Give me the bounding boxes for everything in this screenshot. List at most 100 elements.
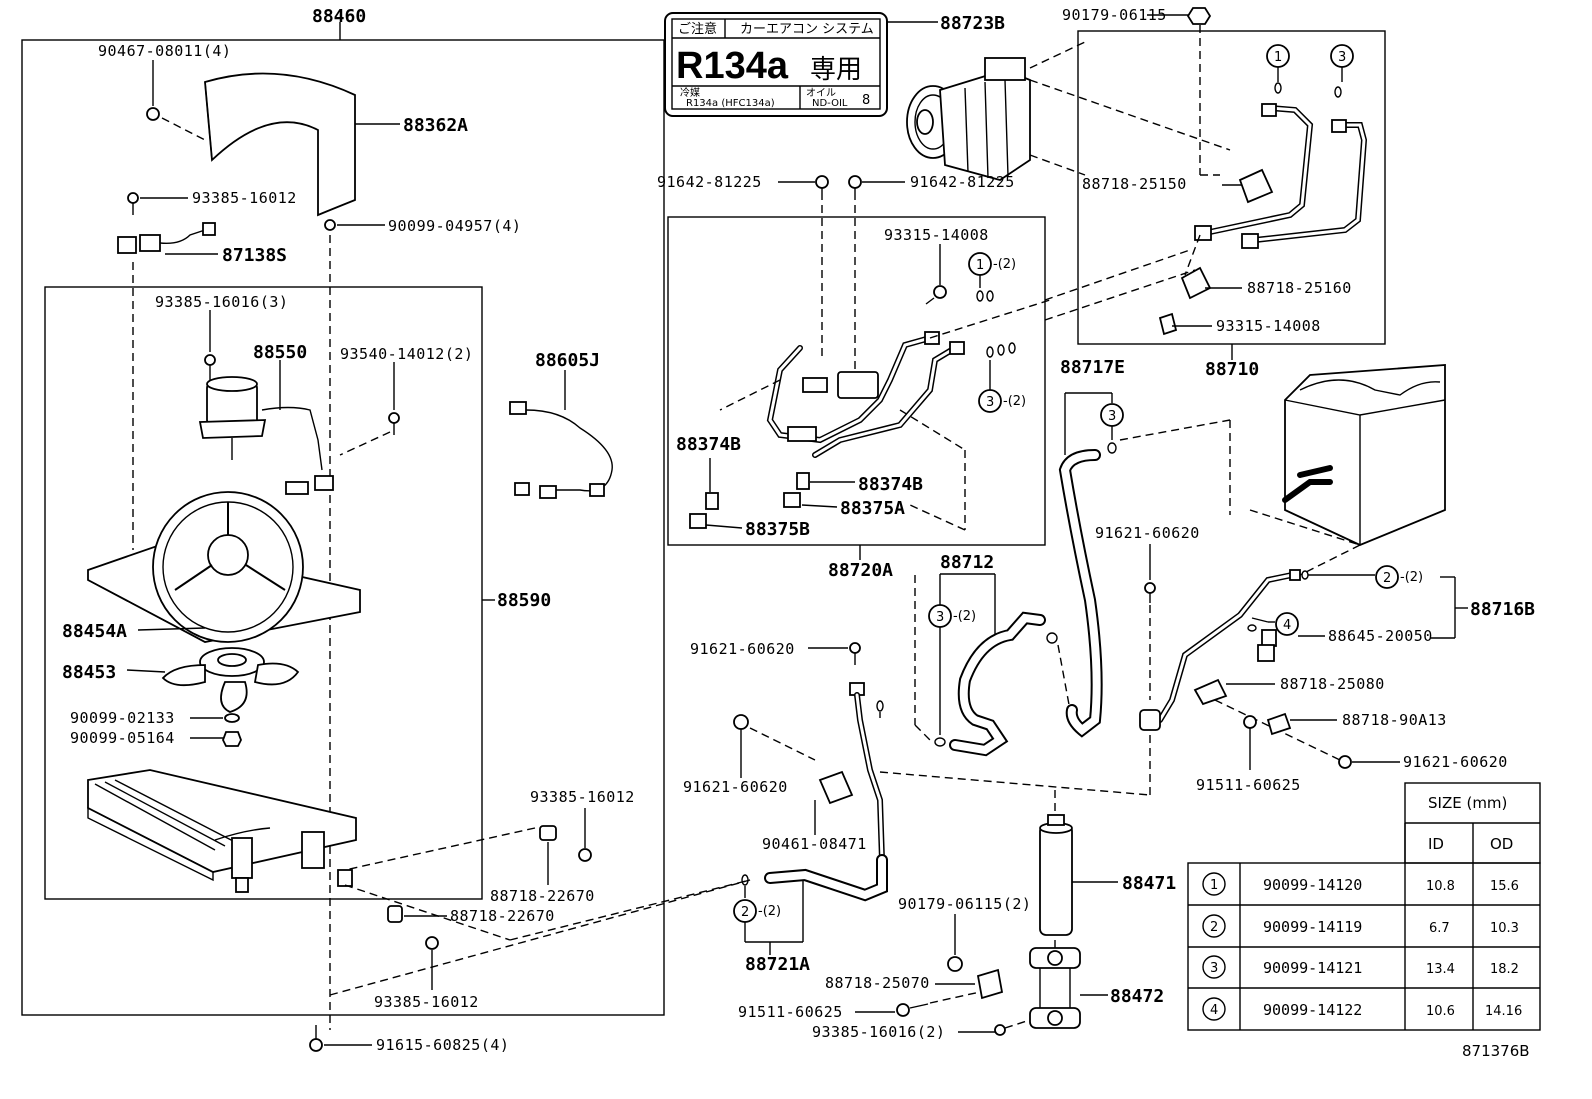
label-90461-08471[interactable]: 90461-08471 xyxy=(762,835,867,853)
col-id: ID xyxy=(1428,835,1444,853)
label-88716B[interactable]: 88716B xyxy=(1470,599,1535,620)
label-93385-16012-b[interactable]: 93385-16012 xyxy=(530,788,635,806)
row-od: 18.2 xyxy=(1490,962,1519,977)
label-91511-60625-a[interactable]: 91511-60625 xyxy=(1196,776,1301,794)
label-88362A[interactable]: 88362A xyxy=(403,115,468,136)
label-88550[interactable]: 88550 xyxy=(253,342,307,363)
bolt-icon xyxy=(1144,582,1156,603)
screw-icon xyxy=(388,412,400,435)
label-88718-25080[interactable]: 88718-25080 xyxy=(1280,675,1385,693)
clip-icon xyxy=(976,968,1004,1000)
bolt-icon xyxy=(146,60,160,121)
label-caution: ご注意 xyxy=(678,21,717,37)
nut-icon xyxy=(947,956,963,972)
evaporator-unit-icon xyxy=(1282,364,1446,546)
label-93540-14012[interactable]: 93540-14012(2) xyxy=(340,345,473,363)
clip-icon xyxy=(539,825,557,841)
row-ref-icon xyxy=(1202,955,1226,979)
clip-icon xyxy=(387,905,403,923)
row-od: 14.16 xyxy=(1485,1004,1522,1019)
callout-qty: -(2) xyxy=(993,257,1016,272)
callout-qty: -(2) xyxy=(758,904,781,919)
label-88453[interactable]: 88453 xyxy=(62,662,116,683)
callout-4-icon xyxy=(1275,612,1299,636)
label-91621-60620-c[interactable]: 91621-60620 xyxy=(690,640,795,658)
label-91621-60620-b[interactable]: 91621-60620 xyxy=(1403,753,1508,771)
wire-connector-icon xyxy=(117,222,216,254)
label-88374B-b[interactable]: 88374B xyxy=(858,474,923,495)
label-93315-14008-a[interactable]: 93315-14008 xyxy=(884,226,989,244)
label-88454A[interactable]: 88454A xyxy=(62,621,127,642)
callout-qty: -(2) xyxy=(1400,570,1423,585)
bolt-icon xyxy=(309,1025,323,1052)
label-88720A[interactable]: 88720A xyxy=(828,560,893,581)
label-88374B-a[interactable]: 88374B xyxy=(676,434,741,455)
label-91621-60620-d[interactable]: 91621-60620 xyxy=(683,778,788,796)
label-88717E[interactable]: 88717E xyxy=(1060,357,1125,378)
label-93385-16012-a[interactable]: 93385-16012 xyxy=(192,189,297,207)
label-88718-90A13[interactable]: 88718-90A13 xyxy=(1342,711,1447,729)
label-88645-20050[interactable]: 88645-20050 xyxy=(1328,627,1433,645)
label-90099-02133[interactable]: 90099-02133 xyxy=(70,709,175,727)
label-91615-60825[interactable]: 91615-60825(4) xyxy=(376,1036,509,1054)
liquid-pipe-icon xyxy=(1139,569,1301,731)
label-88375A[interactable]: 88375A xyxy=(840,498,905,519)
label-88712[interactable]: 88712 xyxy=(940,552,994,573)
pressure-switch-icon xyxy=(1257,629,1277,662)
label-91621-60620-a[interactable]: 91621-60620 xyxy=(1095,524,1200,542)
label-90179-06115-2[interactable]: 90179-06115(2) xyxy=(898,895,1031,913)
label-88375B[interactable]: 88375B xyxy=(745,519,810,540)
label-88605J[interactable]: 88605J xyxy=(535,350,600,371)
label-93385-16012-c[interactable]: 93385-16012 xyxy=(374,993,479,1011)
label-88472[interactable]: 88472 xyxy=(1110,986,1164,1007)
label-93385-16016-2[interactable]: 93385-16016(2) xyxy=(812,1023,945,1041)
callout-2-icon xyxy=(1375,565,1399,589)
row-part: 90099-14119 xyxy=(1263,918,1362,936)
label-93385-16016-3[interactable]: 93385-16016(3) xyxy=(155,293,288,311)
callout-1: 1 xyxy=(976,258,984,273)
discharge-pipe-icon xyxy=(1158,103,1368,336)
label-88471[interactable]: 88471 xyxy=(1122,873,1176,894)
wire-harness-icon xyxy=(509,401,613,499)
label-88718-22670-a[interactable]: 88718-22670 xyxy=(490,887,595,905)
label-88460[interactable]: 88460 xyxy=(312,6,366,27)
valve-icon xyxy=(689,492,719,529)
label-91642-81225-a[interactable]: 91642-81225 xyxy=(657,173,762,191)
subassembly-box-88590 xyxy=(44,286,483,900)
fan-motor-icon xyxy=(198,376,334,495)
row-od: 10.3 xyxy=(1490,921,1519,936)
label-88718-25070[interactable]: 88718-25070 xyxy=(825,974,930,992)
row-ref: 3 xyxy=(1210,961,1218,976)
label-88721A[interactable]: 88721A xyxy=(745,954,810,975)
label-88710[interactable]: 88710 xyxy=(1205,359,1259,380)
label-88718-25160[interactable]: 88718-25160 xyxy=(1247,279,1352,297)
label-90099-04957[interactable]: 90099-04957(4) xyxy=(388,217,521,235)
refrigerant-label-panel: ご注意 カーエアコン システム R134a 専用 冷媒 R134a (HFC13… xyxy=(664,12,888,117)
bolt-icon xyxy=(1338,755,1352,769)
pipe-assembly-icon xyxy=(766,331,965,458)
label-refrigerant-detail: R134a (HFC134a) xyxy=(686,98,775,109)
label-system: カーエアコン システム xyxy=(740,22,874,37)
label-91511-60625-b[interactable]: 91511-60625 xyxy=(738,1003,843,1021)
label-87138S[interactable]: 87138S xyxy=(222,245,287,266)
label-93315-14008-b[interactable]: 93315-14008 xyxy=(1216,317,1321,335)
screw-icon xyxy=(994,1024,1006,1036)
col-od: OD xyxy=(1490,835,1513,853)
label-90179-06115[interactable]: 90179-06115 xyxy=(1062,6,1167,24)
valve-icon xyxy=(783,472,810,508)
label-91642-81225-b[interactable]: 91642-81225 xyxy=(910,173,1015,191)
screw-icon xyxy=(127,192,139,215)
size-table: SIZE (mm) ID OD 1 90099-14120 10.8 15.6 … xyxy=(1187,782,1541,1031)
label-88590[interactable]: 88590 xyxy=(497,590,551,611)
callout-qty: -(2) xyxy=(953,609,976,624)
label-90467-08011[interactable]: 90467-08011(4) xyxy=(98,42,231,60)
label-88723B[interactable]: 88723B xyxy=(940,13,1005,34)
label-oil: オイル xyxy=(806,87,836,99)
callout-2: 2 xyxy=(1383,571,1391,586)
label-exclusive: 専用 xyxy=(810,55,862,85)
callout-3: 3 xyxy=(986,395,994,410)
label-88718-22670-b[interactable]: 88718-22670 xyxy=(450,907,555,925)
label-88718-25150[interactable]: 88718-25150 xyxy=(1082,175,1187,193)
label-90099-05164[interactable]: 90099-05164 xyxy=(70,729,175,747)
compressor-icon xyxy=(906,57,1031,181)
